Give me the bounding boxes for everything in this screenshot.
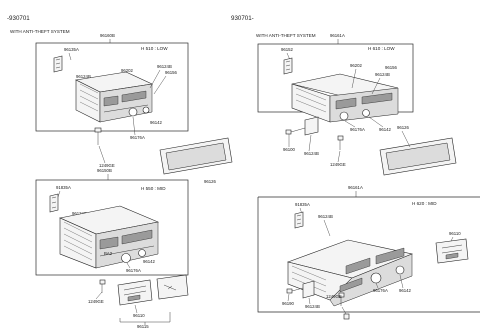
screw <box>338 292 345 298</box>
part-label-96150B: 96150B <box>97 168 112 173</box>
right-bottom-section: 96161A H 620 : MID 91835A 96124B 96110 <box>257 185 480 320</box>
security-card-2 <box>156 274 189 300</box>
part-label-96161A: 96161A <box>348 185 363 190</box>
security-card-96110 <box>435 238 469 264</box>
face-plate-96126 <box>379 137 457 176</box>
bracket-clip <box>283 57 293 75</box>
part-label-96124B: 96124B <box>157 64 172 69</box>
bracket-clip <box>53 55 63 73</box>
part-label-1249GE: 1249GE <box>88 299 104 304</box>
part-label-96142: 96142 <box>379 127 392 132</box>
part-label-96176A: 96176A <box>126 268 141 273</box>
right-top-model-label: H 610 : LOW <box>368 46 395 51</box>
part-label-96156: 96156 <box>385 65 398 70</box>
radio-unit-bottom-left: BA2 <box>59 205 160 269</box>
part-label-96176A: 96176A <box>350 127 365 132</box>
knob <box>395 265 405 275</box>
part-label-96124B: 96124B <box>375 72 390 77</box>
screw <box>94 127 102 133</box>
radio-unit-top-left <box>75 71 154 123</box>
part-label-96202: 96202 <box>121 68 134 73</box>
radio-unit-bottom-right <box>286 239 414 307</box>
left-system-label: WITH ANTI-THEFT SYSTEM <box>10 29 70 34</box>
part-label-96176A: 96176A <box>130 135 145 140</box>
screw <box>99 279 106 285</box>
knob <box>339 111 349 121</box>
knob <box>138 249 146 257</box>
security-card-96110 <box>117 279 153 306</box>
right-bottom-model-label: H 620 : MID <box>412 201 437 206</box>
left-bottom-frame <box>35 179 189 276</box>
left-bottom-model-label: H 550 : MID <box>141 186 166 191</box>
part-label-96142: 96142 <box>150 120 163 125</box>
part-label-91835A: 91835A <box>295 202 310 207</box>
left-range-label: -930701 <box>7 15 30 22</box>
part-label-96190: 96190 <box>282 301 295 306</box>
knob <box>121 253 131 263</box>
part-label-96115: 96115 <box>137 324 149 328</box>
part-label-96176A: 96176A <box>373 288 388 293</box>
part-label-96110: 96110 <box>449 231 461 236</box>
part-label-1249GE: 1249GE <box>330 162 346 167</box>
part-label-96160B: 96160B <box>100 33 115 38</box>
bracket <box>302 280 315 299</box>
left-top-frame <box>35 42 189 132</box>
right-range-label: 930701- <box>231 15 254 22</box>
part-label-96142: 96142 <box>143 259 156 264</box>
bracket <box>304 116 319 136</box>
screw <box>343 313 350 320</box>
part-label-1249GE: 1249GE <box>326 294 342 299</box>
face-text: BA2 <box>104 251 113 256</box>
part-label-96156: 96156 <box>165 70 178 75</box>
left-top-section: -930701 WITH ANTI-THEFT SYSTEM 96160B H … <box>7 15 233 184</box>
right-top-section: 930701- WITH ANTI-THEFT SYSTEM 96161A H … <box>231 15 457 176</box>
part-label-96100: 96100 <box>283 147 296 152</box>
right-system-label: WITH ANTI-THEFT SYSTEM <box>256 33 316 38</box>
part-label-96152: 96152 <box>281 47 294 52</box>
knob <box>370 272 382 284</box>
part-label-96161A: 96161A <box>330 33 345 38</box>
part-label-96126: 96126 <box>204 179 217 184</box>
bracket-clip <box>49 193 59 213</box>
screw <box>337 135 344 141</box>
left-bottom-section: 96150B H 550 : MID 91835A 96124B BA2 961… <box>35 168 189 328</box>
bracket-clip <box>294 211 304 229</box>
part-label-96124B: 96124B <box>72 211 87 216</box>
part-label-96124B: 96124B <box>76 74 91 79</box>
part-label-96124B: 96124B <box>318 214 333 219</box>
knob <box>142 106 150 114</box>
part-label-96124B: 96124B <box>305 304 320 309</box>
radio-unit-top-right <box>291 73 399 123</box>
part-label-96124B: 96124B <box>304 151 319 156</box>
part-label-96110: 96110 <box>133 313 145 318</box>
part-label-96126: 96126 <box>397 125 410 130</box>
knob <box>128 107 138 117</box>
part-label-96135A: 96135A <box>64 47 79 52</box>
screw <box>286 288 293 294</box>
face-plate-96126 <box>159 137 233 175</box>
part-label-96142: 96142 <box>399 288 412 293</box>
right-bottom-frame <box>257 197 480 313</box>
knob <box>362 109 370 117</box>
part-label-91835A: 91835A <box>56 185 71 190</box>
screw <box>285 129 292 135</box>
part-label-96202: 96202 <box>350 63 363 68</box>
left-top-model-label: H 510 : LOW <box>141 46 168 51</box>
part-label-1249GE: 1249GE <box>99 163 115 168</box>
